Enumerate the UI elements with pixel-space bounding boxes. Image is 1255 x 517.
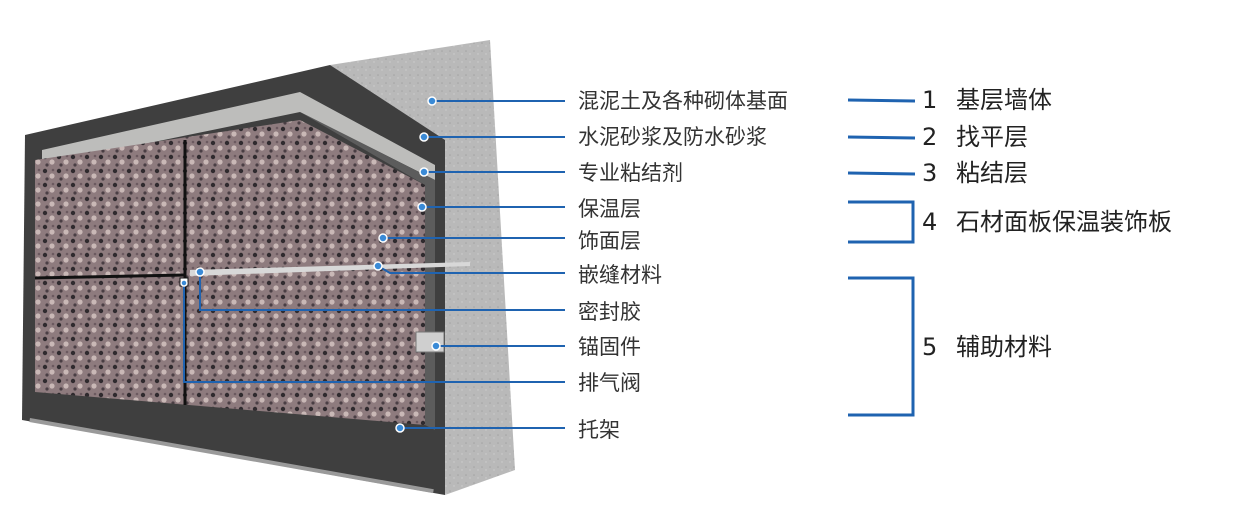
callout-label: 锚固件 xyxy=(578,335,641,359)
callout-label: 保温层 xyxy=(578,197,641,221)
callout-label: 排气阀 xyxy=(578,371,641,395)
callout-dot xyxy=(373,261,383,271)
callout-dot xyxy=(395,423,405,433)
leader-line xyxy=(199,272,565,311)
category-label: 粘结层 xyxy=(956,159,1028,187)
category-2: 2 找平层 xyxy=(922,123,1028,151)
adhesive-layer xyxy=(42,92,435,180)
callout-dot xyxy=(180,279,188,287)
category-number: 1 xyxy=(922,86,938,114)
category-label: 基层墙体 xyxy=(956,86,1052,114)
category-label: 石材面板保温装饰板 xyxy=(956,208,1172,236)
category-1: 1 基层墙体 xyxy=(922,86,1052,114)
horizontal-joint xyxy=(34,273,186,280)
category-bracket-4 xyxy=(848,200,915,244)
callout-label: 专业粘结剂 xyxy=(578,161,683,185)
category-number: 3 xyxy=(922,159,938,187)
joint-strip xyxy=(190,262,470,276)
category-number: 2 xyxy=(922,123,938,151)
callout-label: 密封胶 xyxy=(578,300,641,324)
callout-dot xyxy=(419,132,429,142)
callout-label: 嵌缝材料 xyxy=(578,263,662,287)
callout-label: 托架 xyxy=(578,418,620,442)
callout-dot xyxy=(427,96,437,106)
category-label: 辅助材料 xyxy=(956,333,1052,361)
callout-label: 水泥砂浆及防水砂浆 xyxy=(578,125,767,149)
category-line-3 xyxy=(847,171,916,176)
category-number: 4 xyxy=(922,208,938,236)
callout-dot xyxy=(378,233,388,243)
callout-label: 混泥土及各种砌体基面 xyxy=(578,89,788,113)
leader-line xyxy=(183,283,565,383)
callout-dot xyxy=(417,202,427,212)
support-bracket xyxy=(29,418,434,494)
callout-dot xyxy=(195,267,205,277)
callout-dot xyxy=(419,167,429,177)
callout-label: 饰面层 xyxy=(578,229,641,253)
category-number: 5 xyxy=(922,333,938,361)
category-4: 4 石材面板保温装饰板 xyxy=(922,208,1172,236)
category-line-1 xyxy=(847,98,916,103)
category-3: 3 粘结层 xyxy=(922,159,1028,187)
anchor-bracket xyxy=(415,331,445,353)
category-line-2 xyxy=(847,135,916,140)
category-label: 找平层 xyxy=(956,123,1028,151)
category-bracket-5 xyxy=(848,276,915,417)
category-5: 5 辅助材料 xyxy=(922,333,1052,361)
callout-dot xyxy=(431,341,441,351)
